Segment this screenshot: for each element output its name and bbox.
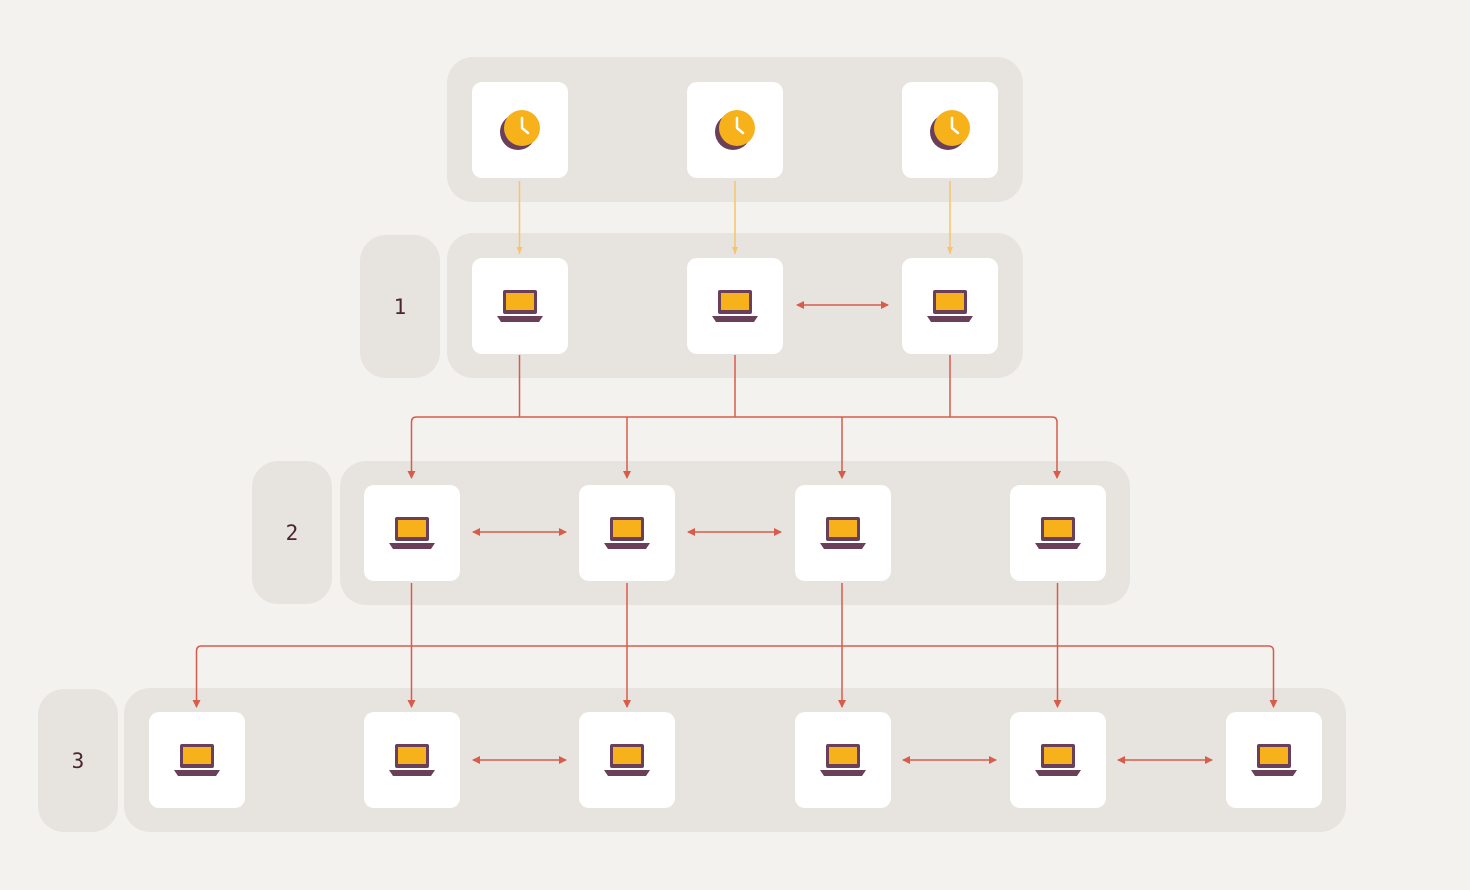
laptop-icon — [1035, 517, 1081, 549]
laptop-icon — [820, 517, 866, 549]
tier-3-label: 3 — [38, 689, 118, 832]
laptop-icon — [389, 744, 435, 776]
laptop-icon — [497, 290, 543, 322]
clock-icon — [500, 110, 540, 150]
laptop-icon — [927, 290, 973, 322]
laptop-icon — [1035, 744, 1081, 776]
laptop-icon — [604, 744, 650, 776]
clock-node — [472, 82, 568, 178]
laptop-icon — [1251, 744, 1297, 776]
tier-2-label: 2 — [252, 461, 332, 604]
tier-3-node — [364, 712, 460, 808]
clock-node — [902, 82, 998, 178]
tier-1-bus — [410, 416, 1058, 476]
laptop-icon — [389, 517, 435, 549]
tier-3-node — [579, 712, 675, 808]
tier-1-node — [902, 258, 998, 354]
clock-node — [687, 82, 783, 178]
laptop-icon — [174, 744, 220, 776]
tier-1-node — [472, 258, 568, 354]
tier-2-bus — [195, 645, 1275, 706]
tier-2-node — [579, 485, 675, 581]
clock-sync-arrows — [516, 181, 953, 254]
tier-2-node — [1010, 485, 1106, 581]
tier-2-node — [364, 485, 460, 581]
tier-1-node — [687, 258, 783, 354]
tier-3-node — [1010, 712, 1106, 808]
laptop-icon — [712, 290, 758, 322]
tier-3-node — [795, 712, 891, 808]
laptop-icon — [604, 517, 650, 549]
tier-1-label: 1 — [360, 235, 440, 378]
tier-2-node — [795, 485, 891, 581]
clock-icon — [930, 110, 970, 150]
clock-icon — [715, 110, 755, 150]
tier-3-node — [149, 712, 245, 808]
laptop-icon — [820, 744, 866, 776]
tier-3-node — [1226, 712, 1322, 808]
